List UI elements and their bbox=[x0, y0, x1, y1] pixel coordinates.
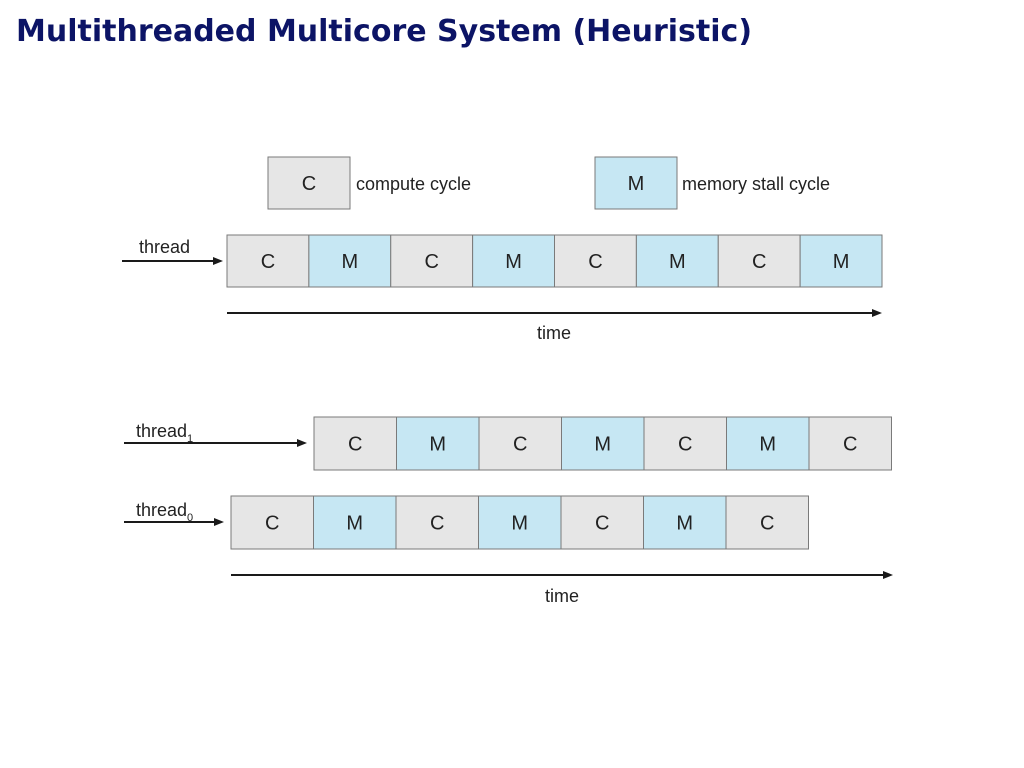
legend-compute-box bbox=[267, 156, 351, 210]
thread1-cycle-label-5: M bbox=[759, 434, 776, 456]
thread0-cycle-label-3: M bbox=[511, 513, 528, 535]
single-cycle-box-3 bbox=[472, 234, 555, 288]
single-cycle-box-1 bbox=[308, 234, 392, 288]
legend: C compute cycle M memory stall cycle bbox=[267, 156, 830, 210]
thread1-cycle-label-6: C bbox=[843, 434, 857, 456]
thread1-arrowhead bbox=[297, 439, 307, 447]
single-thread-label: thread bbox=[139, 237, 190, 257]
legend-memory-symbol: M bbox=[628, 173, 645, 195]
legend-compute-label: compute cycle bbox=[356, 174, 471, 194]
thread0-cycle-box-6 bbox=[725, 495, 809, 550]
thread1-cycle-box-2 bbox=[478, 416, 562, 471]
thread0-cycle-label-6: C bbox=[760, 513, 774, 535]
thread0-label: thread0 bbox=[136, 500, 193, 524]
thread0-cycle-box-5 bbox=[643, 495, 727, 550]
thread1-cycle-box-1 bbox=[396, 416, 480, 471]
multi-time-label: time bbox=[545, 586, 579, 606]
single-cycle-label-5: M bbox=[669, 251, 686, 273]
slide-title: Multithreaded Multicore System (Heuristi… bbox=[16, 14, 753, 49]
single-cycle-label-1: M bbox=[341, 251, 358, 273]
single-thread-timeline: thread C M C M C M C M time bbox=[122, 234, 883, 343]
thread0-cycle-box-1 bbox=[313, 495, 397, 550]
thread1-cycle-box-0 bbox=[313, 416, 397, 471]
multi-time-arrowhead bbox=[883, 571, 893, 579]
thread1-cycle-label-0: C bbox=[348, 434, 362, 456]
single-cycle-label-7: M bbox=[833, 251, 850, 273]
thread1-cycle-label-3: M bbox=[594, 434, 611, 456]
thread0-cycle-label-4: C bbox=[595, 513, 609, 535]
thread1-cycle-box-4 bbox=[643, 416, 727, 471]
single-cycle-label-3: M bbox=[505, 251, 522, 273]
single-cycle-label-0: C bbox=[261, 251, 275, 273]
single-cycle-label-2: C bbox=[424, 251, 438, 273]
multi-thread-timeline: thread1 thread0 C M C M C M C C M C M C M C time bbox=[124, 416, 893, 606]
thread0-arrowhead bbox=[214, 518, 224, 526]
thread0-cycle-box-4 bbox=[560, 495, 644, 550]
thread0-cycle-box-2 bbox=[395, 495, 479, 550]
thread0-cycle-label-0: C bbox=[265, 513, 279, 535]
single-cycle-box-0 bbox=[226, 234, 310, 288]
thread1-cycle-label-4: C bbox=[678, 434, 692, 456]
single-cycle-box-7 bbox=[799, 234, 883, 288]
thread0-cycle-box-3 bbox=[478, 495, 562, 550]
single-time-arrowhead bbox=[872, 309, 882, 317]
single-cycle-box-6 bbox=[717, 234, 801, 288]
thread1-cycle-label-1: M bbox=[429, 434, 446, 456]
multi-thread-cycles: C M C M C M C C M C M C M C bbox=[230, 416, 892, 550]
single-cycle-label-6: C bbox=[752, 251, 766, 273]
thread1-cycle-label-2: C bbox=[513, 434, 527, 456]
thread0-cycle-label-5: M bbox=[676, 513, 693, 535]
single-cycle-box-2 bbox=[390, 234, 474, 288]
single-cycle-label-4: C bbox=[588, 251, 602, 273]
thread1-cycle-box-3 bbox=[561, 416, 645, 471]
thread0-cycle-label-1: M bbox=[346, 513, 363, 535]
thread1-label: thread1 bbox=[136, 421, 193, 445]
legend-compute-symbol: C bbox=[302, 173, 316, 195]
legend-memory-label: memory stall cycle bbox=[682, 174, 830, 194]
single-thread-arrowhead bbox=[213, 257, 223, 265]
thread1-cycle-box-5 bbox=[726, 416, 810, 471]
thread0-cycle-label-2: C bbox=[430, 513, 444, 535]
single-time-label: time bbox=[537, 323, 571, 343]
thread1-cycle-box-6 bbox=[808, 416, 892, 471]
legend-memory-box bbox=[594, 156, 678, 210]
